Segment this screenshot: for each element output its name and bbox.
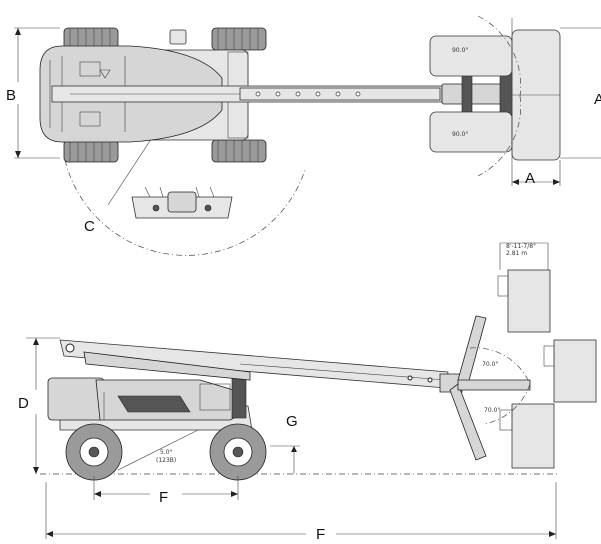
label-f-overall: F: [316, 526, 325, 539]
side-view: D 5.0° (123B) G: [18, 242, 597, 543]
angle-label-top-1: 90.0°: [452, 47, 468, 54]
angle-label-side-2: 70.0°: [484, 407, 500, 414]
label-d: D: [18, 395, 29, 412]
counterweight: [47, 377, 105, 421]
platform-dim-imperial: 8'-11-7/8": [506, 243, 536, 250]
platform-mid: [553, 339, 597, 403]
jib-mid: [457, 379, 531, 391]
label-g: G: [286, 413, 298, 430]
approach-angle: 5.0°: [160, 449, 173, 456]
top-view: 90.0° 90.0° B C A A: [6, 15, 601, 256]
platform-rotated-up: [429, 35, 513, 77]
label-c: C: [84, 218, 95, 235]
label-a-bottom: A: [525, 170, 535, 187]
jib-up: [457, 315, 487, 385]
angle-label-side-1: 70.0°: [482, 361, 498, 368]
swing-radius-arc: [64, 159, 306, 256]
approach-angle-metric: (123B): [156, 457, 176, 464]
label-f-wheelbase: F: [159, 489, 168, 506]
platform-dim-metric: 2.81 m: [506, 250, 527, 257]
platform-rotated-down: [429, 111, 513, 153]
jib-down: [449, 383, 487, 461]
label-b: B: [6, 87, 16, 104]
angle-label-top-2: 90.0°: [452, 131, 468, 138]
platform-down: [511, 403, 555, 469]
platform-up: [507, 269, 551, 333]
label-a-right: A: [594, 91, 601, 108]
